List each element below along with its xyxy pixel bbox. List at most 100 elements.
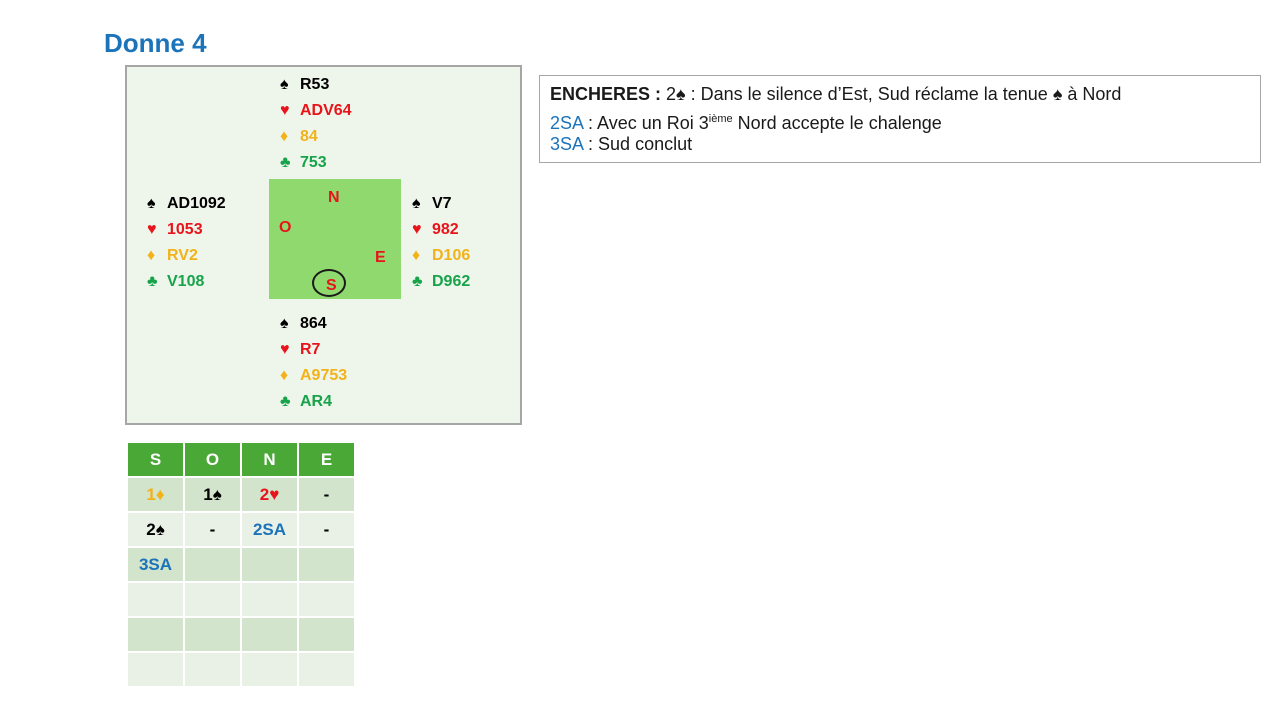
bid-cell-west: 1♠ [183,476,242,513]
note-line-2-text-a: : Avec un Roi 3 [583,113,709,133]
spade-icon: ♠ [147,195,156,212]
club-icon: ♣ [147,273,158,290]
page-title: Donne 4 [104,28,207,58]
heart-icon: ♥ [280,341,290,358]
spade-icon: ♠ [280,76,289,93]
east-spades: V7 [432,195,452,212]
bid-cell-north [240,616,299,653]
diamond-icon: ♦ [412,247,421,264]
compass-west: O [279,219,292,236]
club-icon: ♣ [412,273,423,290]
bid-cell-east [297,546,356,583]
bid-text: 2 [146,519,156,539]
header-west: O [183,441,242,478]
diamond-icon: ♦ [280,128,289,145]
heart-icon: ♥ [412,221,422,238]
compass-table: N O E S [269,179,401,299]
bid-cell-west [183,651,242,688]
bid-cell-east [297,651,356,688]
east-clubs: D962 [432,273,471,290]
bid-cell-south [126,651,185,688]
bidding-row: 3SA [126,546,356,583]
bid-text: 3SA [138,554,173,574]
bid-cell-south [126,581,185,618]
north-diamonds: 84 [300,128,318,145]
bid-cell-north: 2SA [240,511,299,548]
west-clubs: V108 [167,273,205,290]
east-diamonds: D106 [432,247,471,264]
compass-south: S [326,277,337,294]
bid-cell-south: 2♠ [126,511,185,548]
north-hearts: ADV64 [300,102,352,119]
bidding-table: S O N E 1♦1♠2♥-2♠-2SA-3SA [126,441,356,688]
diamond-icon: ♦ [155,484,165,504]
bid-cell-south [126,616,185,653]
heart-icon: ♥ [147,221,157,238]
bid-cell-north: 2♥ [240,476,299,513]
note-line-3: 3SA : Sud conclut [550,132,1250,157]
heart-icon: ♥ [269,484,280,504]
east-hearts: 982 [432,221,459,238]
header-south: S [126,441,185,478]
note-bid-2sa: 2SA [550,113,584,133]
bid-text: 1 [203,484,213,504]
compass-east: E [375,249,386,266]
spade-icon: ♠ [676,84,686,104]
bid-text: - [323,484,330,504]
encheres-label: ENCHERES : [550,84,662,104]
note-bid-level: 2 [666,84,677,104]
bid-text: 2 [259,484,270,504]
bidding-row [126,651,356,688]
spade-icon: ♠ [1052,84,1063,104]
bidding-row [126,581,356,618]
deal-diagram: ♠R53 ♥ADV64 ♦84 ♣753 ♠AD1092 ♥1053 ♦RV2 … [125,65,522,425]
bid-cell-west [183,546,242,583]
compass-north: N [328,189,340,206]
spade-icon: ♠ [280,315,289,332]
bidding-body: 1♦1♠2♥-2♠-2SA-3SA [126,476,356,688]
diamond-icon: ♦ [147,247,156,264]
heart-icon: ♥ [280,102,290,119]
note-line-2-sup: ième [708,113,733,125]
south-seat-circle [312,269,346,297]
bidding-row [126,616,356,653]
diamond-icon: ♦ [280,367,289,384]
header-north: N [240,441,299,478]
note-line-2: 2SA : Avec un Roi 3ième Nord accepte le … [550,107,1250,133]
note-bid-3sa: 3SA [550,134,584,154]
bidding-row: 2♠-2SA- [126,511,356,548]
spade-icon: ♠ [212,484,222,504]
note-line-3-text: : Sud conclut [583,134,693,154]
bid-cell-north [240,581,299,618]
bid-cell-east [297,616,356,653]
south-clubs: AR4 [300,393,333,410]
note-line-2-text-b: Nord accepte le chalenge [732,113,942,133]
bid-cell-east: - [297,476,356,513]
bid-cell-west [183,581,242,618]
note-line-1: ENCHERES : 2♠ : Dans le silence d’Est, S… [550,82,1250,107]
spade-icon: ♠ [155,519,165,539]
south-spades: 864 [300,315,327,332]
bid-cell-east [297,581,356,618]
south-diamonds: A9753 [300,367,348,384]
bidding-header-row: S O N E [126,441,356,478]
hand-south: ♠ 864 ♥ R7 ♦ A9753 ♣ AR4 [280,311,347,415]
south-hearts: R7 [300,341,321,358]
hand-east: ♠V7 ♥982 ♦D106 ♣D962 [412,191,470,295]
hand-west: ♠ AD1092 ♥ 1053 ♦ RV2 ♣ V108 [147,191,226,295]
bid-cell-west [183,616,242,653]
club-icon: ♣ [280,393,291,410]
bidding-row: 1♦1♠2♥- [126,476,356,513]
bid-cell-north [240,651,299,688]
bid-cell-south: 3SA [126,546,185,583]
bid-text: - [323,519,330,539]
header-east: E [297,441,356,478]
west-hearts: 1053 [167,221,203,238]
bid-text: 1 [146,484,156,504]
bid-cell-east: - [297,511,356,548]
bidding-notes: ENCHERES : 2♠ : Dans le silence d’Est, S… [539,75,1261,163]
note-line-1-text-b: à Nord [1062,84,1122,104]
west-diamonds: RV2 [167,247,198,264]
club-icon: ♣ [280,154,291,171]
west-spades: AD1092 [167,195,226,212]
